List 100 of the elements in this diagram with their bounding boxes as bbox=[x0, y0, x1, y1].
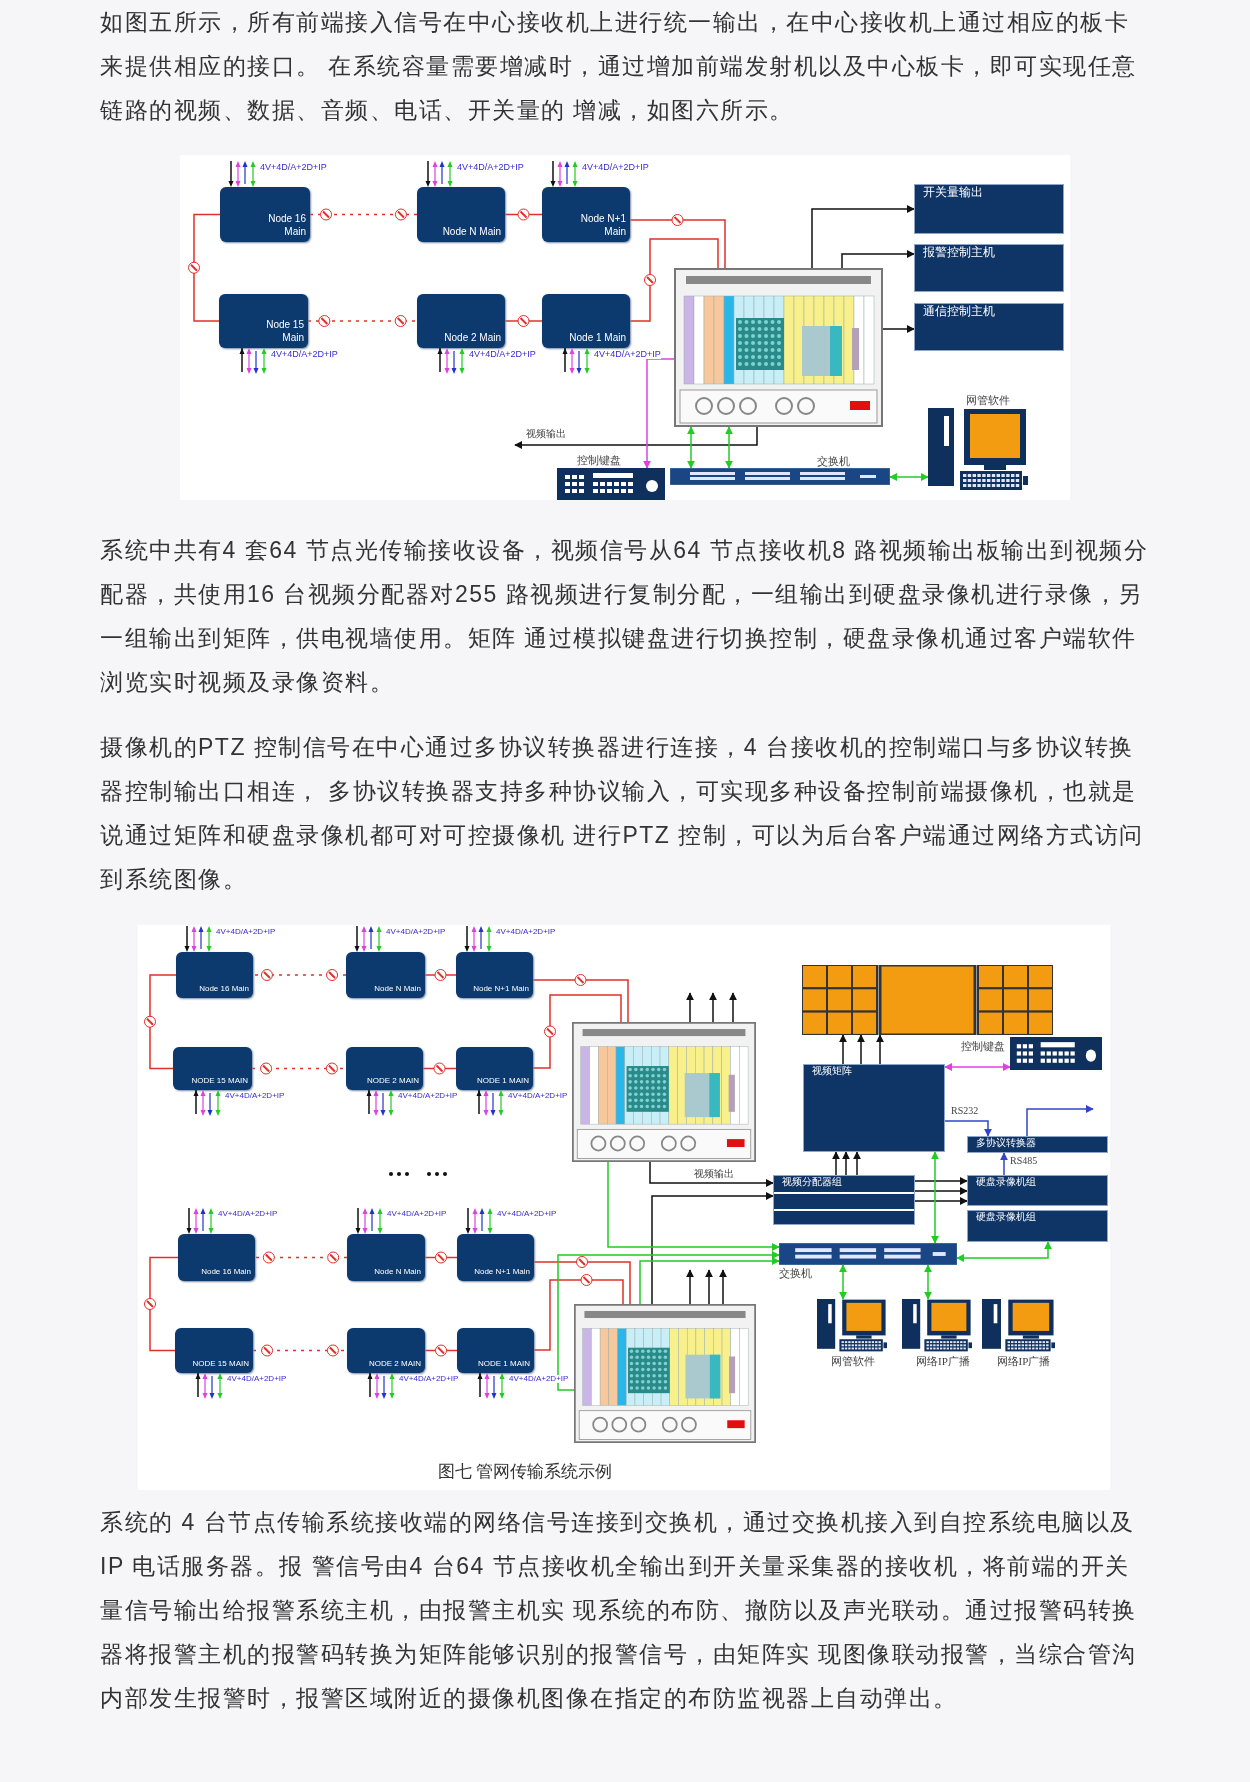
optical-node-box bbox=[347, 1234, 425, 1281]
signal-label: 4V+4D/A+2D+IP bbox=[457, 163, 524, 172]
connector-line bbox=[307, 320, 418, 322]
device-label: 视频分配器组 bbox=[782, 1176, 842, 1189]
edge-label: RS232 bbox=[950, 1106, 980, 1116]
connector-line bbox=[841, 250, 915, 269]
device-caption: 网络IP广播 bbox=[996, 1356, 1051, 1367]
paragraph: 如图五所示，所有前端接入信号在中心接收机上进行统一输出，在中心接收机上通过相应的板卡来提供相应的接口。 在系统容量需要增减时，通过增加前端发射机以及中心板卡，即可实现任意链路的视频、数据、音频、电话、开关量的 增减，如图六所示。 bbox=[100, 8, 1138, 125]
edge-label: 视频输出 bbox=[693, 1169, 735, 1179]
node-label: Node 16 Main bbox=[198, 984, 249, 994]
node-label: Node 16 Main bbox=[200, 1267, 251, 1277]
signal-label: 4V+4D/A+2D+IP bbox=[509, 1375, 569, 1383]
signal-label: 4V+4D/A+2D+IP bbox=[225, 1092, 285, 1100]
connector-line bbox=[629, 219, 726, 269]
optical-node-box bbox=[347, 1328, 425, 1373]
signal-label: 4V+4D/A+2D+IP bbox=[496, 928, 556, 936]
connector-line bbox=[956, 1241, 1052, 1262]
connector-line bbox=[504, 320, 543, 322]
signal-label: 4V+4D/A+2D+IP bbox=[497, 1210, 557, 1218]
optical-node-box bbox=[346, 952, 425, 998]
optical-node-box bbox=[542, 187, 630, 242]
optical-node-box bbox=[456, 1047, 533, 1090]
signal-label: 4V+4D/A+2D+IP bbox=[582, 163, 649, 172]
device-label: 报警控制主机 bbox=[923, 245, 995, 260]
connector-line bbox=[686, 1269, 694, 1305]
connector-line bbox=[944, 1120, 992, 1137]
connector-line bbox=[839, 1264, 847, 1300]
device-label: 硬盘录像机组 bbox=[976, 1176, 1036, 1189]
connector-line bbox=[876, 1034, 884, 1065]
connector-line bbox=[193, 213, 221, 322]
signal-label: 4V+4D/A+2D+IP bbox=[594, 350, 661, 359]
connector-line bbox=[914, 1187, 968, 1195]
device-box bbox=[803, 1064, 945, 1152]
device-caption: 网络IP广播 bbox=[916, 1356, 970, 1367]
edge-label: RS485 bbox=[1009, 1156, 1039, 1166]
signal-label: 4V+4D/A+2D+IP bbox=[218, 1210, 278, 1218]
device-box bbox=[967, 1175, 1108, 1206]
paragraph: 系统的 4 台节点传输系统接收端的网络信号连接到交换机，通过交换机接入到自控系统电脑以及IP 电话服务器。报 警信号由4 台64 节点接收机全输出到开关量采集器的接收机，将前端的开关量信号输出给报警系统主机，由报警主机实 现系统的布防、撤防以及声光联动。通过报警码转换器将报警主机的报警码转换为矩阵能够识别的报警信号，由矩阵实 现图像联动报警，当综合管沟内部发生报警时，报警区域附近的摄像机图像在指定的布防监视器上自动弹出。 bbox=[100, 1508, 1138, 1713]
connector-line bbox=[422, 1067, 457, 1070]
connector-line bbox=[424, 1349, 458, 1352]
connector-line bbox=[149, 1256, 179, 1352]
paragraph: 系统中共有4 套64 节点光传输接收设备，视频信号从64 节点接收机8 路视频输出板输出到视频分配器，共使用16 台视频分配器对255 路视频进行复制分配，一组输出到硬盘录像机进行录像，另一组输出到矩阵，供电视墙使用。矩阵 通过模拟键盘进行切换控制，硬盘录像机通过客户端软件浏览实时视频及录像资料。 bbox=[100, 536, 1150, 697]
node-label: Node N Main bbox=[373, 984, 421, 994]
device-label: 通信控制主机 bbox=[923, 304, 995, 319]
signal-label: 4V+4D/A+2D+IP bbox=[469, 350, 536, 359]
connector-line bbox=[557, 1251, 780, 1391]
connector-line bbox=[1026, 1105, 1094, 1137]
edge-label: 视频输出 bbox=[525, 429, 567, 439]
connector-line bbox=[629, 238, 719, 322]
device-label: 多协议转换器 bbox=[976, 1137, 1036, 1150]
distributor-stack bbox=[773, 1175, 915, 1225]
node-label: NODE 1 MAIN bbox=[477, 1359, 530, 1369]
node-label: Node 2 Main bbox=[443, 331, 501, 344]
device-label: 硬盘录像机组 bbox=[976, 1211, 1036, 1224]
device-label: 视频矩阵 bbox=[812, 1065, 852, 1078]
connector-line bbox=[649, 1161, 774, 1187]
node-label: Node N Main bbox=[373, 1267, 421, 1277]
device-caption: 交换机 bbox=[817, 456, 850, 467]
paragraph: 摄像机的PTZ 控制信号在中心通过多协议转换器进行连接，4 台接收机的控制端口与多协议转换器控制输出口相连， 多协议转换器支持多种协议输入，可实现多种设备控制前端摄像机，也就是说通过矩阵和硬盘录像机都可对可控摄像机 进行PTZ 控制，可以为后台客户端通过网络方式访问到系统图像。 bbox=[100, 733, 1145, 894]
node-label: Node 1 Main bbox=[568, 331, 626, 344]
connector-line bbox=[889, 473, 929, 481]
optical-node-box bbox=[457, 1328, 534, 1373]
optical-node-box bbox=[220, 187, 310, 242]
connector-line bbox=[719, 1269, 727, 1305]
signal-label: 4V+4D/A+2D+IP bbox=[386, 928, 446, 936]
connector-line bbox=[687, 426, 695, 469]
device-caption: 交换机 bbox=[779, 1268, 812, 1279]
device-caption: 控制键盘 bbox=[961, 1041, 1005, 1052]
connector-line bbox=[914, 1197, 968, 1205]
connector-line bbox=[149, 974, 177, 1070]
device-box bbox=[914, 303, 1064, 351]
connector-line bbox=[424, 1256, 458, 1259]
signal-label: 4V+4D/A+2D+IP bbox=[508, 1092, 568, 1100]
connector-line bbox=[651, 1192, 774, 1305]
device-caption: 网管软件 bbox=[831, 1356, 875, 1367]
node-label: Node 15 Main bbox=[265, 319, 304, 344]
connector-line bbox=[533, 1261, 631, 1305]
node-label: NODE 15 MAIN bbox=[190, 1076, 248, 1086]
connector-line bbox=[532, 994, 622, 1069]
connector-line bbox=[832, 1151, 840, 1176]
connector-line bbox=[514, 426, 758, 449]
signal-label: 4V+4D/A+2D+IP bbox=[398, 1092, 458, 1100]
connector-line bbox=[309, 213, 418, 216]
connector-line bbox=[839, 1034, 847, 1065]
optical-node-box bbox=[457, 1234, 534, 1281]
optical-node-box bbox=[176, 952, 253, 998]
connector-line bbox=[1000, 1152, 1008, 1176]
connector-line bbox=[705, 1269, 713, 1305]
signal-label: 4V+4D/A+2D+IP bbox=[399, 1375, 459, 1383]
connector-line bbox=[709, 992, 717, 1023]
signal-label: 4V+4D/A+2D+IP bbox=[216, 928, 276, 936]
connector-line bbox=[532, 979, 629, 1023]
connector-line bbox=[729, 992, 737, 1023]
node-label: Node N+1 Main bbox=[579, 213, 626, 238]
connector-line bbox=[725, 426, 733, 469]
connector-line bbox=[424, 974, 457, 976]
node-label: NODE 1 MAIN bbox=[476, 1076, 529, 1086]
connector-line bbox=[643, 358, 675, 469]
optical-node-box bbox=[346, 1047, 423, 1090]
device-label: 开关量输出 bbox=[923, 185, 983, 200]
